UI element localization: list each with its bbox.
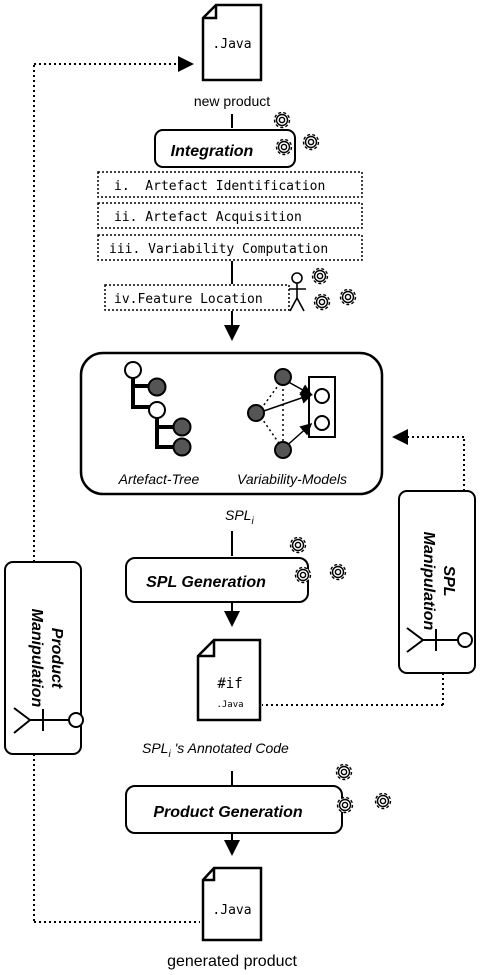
new-product-caption: new product	[194, 93, 270, 109]
actor-icon	[13, 707, 84, 734]
new-product-file: .Java	[201, 3, 263, 82]
integration-box	[154, 129, 296, 168]
gear-icon	[313, 293, 331, 311]
feature-location-gears	[311, 267, 357, 311]
gear-icon	[289, 536, 307, 554]
gear-icon	[273, 111, 291, 129]
generated-product-file: .Java	[201, 866, 263, 942]
product-feedback-loop	[33, 56, 200, 923]
artefact-acquisition-label: ii. Artefact Acquisition	[114, 210, 302, 225]
spl-i-caption: SPLi	[225, 507, 254, 527]
gear-icon	[294, 566, 312, 584]
actor-icon	[406, 627, 473, 653]
artefact-acquisition-step	[97, 202, 363, 229]
product-manipulation-line1: Product	[48, 628, 65, 689]
gear-icon	[339, 288, 357, 306]
product-manipulation-box: Product Manipulation	[4, 561, 84, 755]
tree-node	[172, 437, 192, 457]
gear-icon	[336, 796, 354, 814]
tree-node	[172, 417, 192, 437]
artefact-tree-label: Artefact-Tree	[118, 471, 200, 487]
tree-node	[147, 377, 167, 397]
spl-feedback-loop	[262, 429, 465, 706]
spl-generation-label: SPL Generation	[146, 574, 266, 591]
variability-computation-label: iii. Variability Computation	[109, 242, 328, 257]
annotated-code-caption: SPLi 's Annotated Code	[142, 740, 289, 760]
feature-location-step	[104, 284, 290, 311]
artefact-identification-label: i. Artefact Identification	[114, 179, 325, 194]
annotated-directive: #if	[217, 676, 242, 692]
variability-models-label: Variability-Models	[237, 471, 347, 487]
annotated-file-label: .Java	[216, 700, 243, 710]
spl-manipulation-line1: SPL	[440, 565, 457, 596]
tree-node	[124, 361, 142, 379]
generated-product-caption: generated product	[167, 953, 297, 970]
product-manipulation-line2: Manipulation	[28, 609, 45, 708]
new-product-file-label: .Java	[212, 37, 251, 52]
integration-title: Integration	[171, 143, 254, 160]
gear-icon	[374, 792, 392, 810]
gear-icon	[335, 763, 353, 781]
spl-manipulation-line2: Manipulation	[420, 532, 437, 631]
gear-icon	[311, 267, 329, 285]
annotated-code-file: #if .Java	[196, 638, 262, 722]
artefact-identification-step	[97, 171, 363, 198]
stick-figure-icon	[289, 272, 306, 312]
feature-location-label: iv.Feature Location	[114, 292, 263, 307]
tree-node	[148, 401, 166, 419]
variability-computation-step	[97, 234, 363, 261]
artefact-tree-nodes	[124, 361, 192, 457]
gear-icon	[275, 138, 293, 156]
spl-manipulation-box: SPL Manipulation	[398, 490, 476, 674]
gear-icon	[302, 133, 320, 151]
product-generation-label: Product Generation	[153, 804, 303, 821]
gear-icon	[329, 563, 347, 581]
product-generation-gears	[335, 763, 392, 814]
generated-product-file-label: .Java	[212, 903, 251, 918]
variability-models-graphic	[247, 368, 336, 459]
